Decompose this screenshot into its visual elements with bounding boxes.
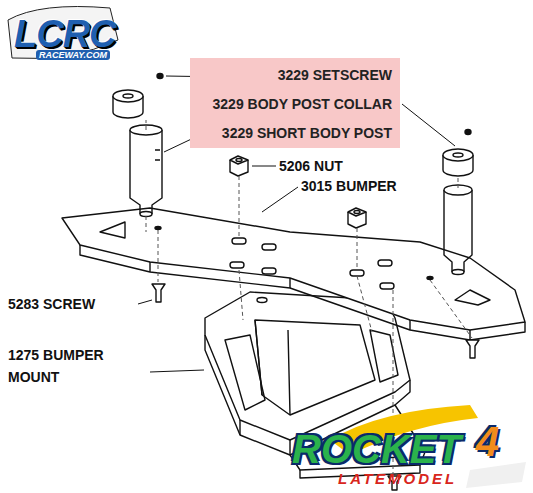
logo-number: 4	[476, 420, 499, 464]
logo-subtext: LATEMODEL	[338, 470, 457, 487]
logo-text: LCRC	[14, 14, 116, 54]
callout-label: 5206 NUT	[279, 158, 343, 174]
callout-label: 3229 SETSCREW	[278, 67, 392, 83]
highlight-box: 3229 SETSCREW 3229 BODY POST COLLAR 3229 S…	[190, 58, 400, 148]
callout-label: 1275 BUMPER MOUNT	[8, 344, 150, 388]
logo-subtext: RACEWAY.COM	[36, 50, 110, 60]
callout-label: 3015 BUMPER	[301, 178, 397, 194]
logo-text: ROCKET	[292, 428, 461, 470]
callout-label: 3229 BODY POST COLLAR	[213, 96, 392, 112]
callout-label: 3229 SHORT BODY POST	[222, 125, 392, 141]
callout-label: 5283 SCREW	[8, 296, 95, 312]
